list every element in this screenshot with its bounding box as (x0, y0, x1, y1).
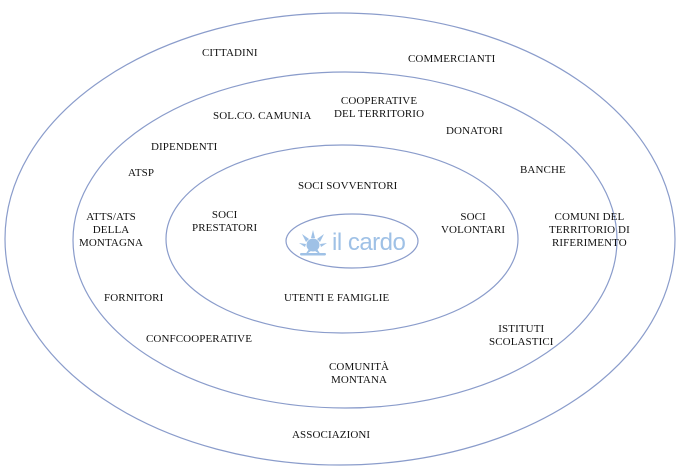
label-associazioni: ASSOCIAZIONI (292, 429, 371, 441)
label-cittadini: CITTADINI (202, 47, 258, 59)
label-solco-camunia: SOL.CO. CAMUNIA (213, 110, 312, 122)
middle-ring (72, 71, 618, 409)
label-istituti-scolastici: ISTITUTI SCOLASTICI (489, 323, 554, 348)
label-fornitori: FORNITORI (104, 292, 164, 304)
label-commercianti: COMMERCIANTI (408, 53, 496, 65)
label-soci-prestatori: SOCI PRESTATORI (192, 209, 258, 234)
cardo-logo-text: il cardo (332, 229, 406, 256)
label-cooperative-del-territorio: COOPERATIVE DEL TERRITORIO (334, 95, 425, 120)
label-dipendenti: DIPENDENTI (151, 141, 218, 153)
outer-ring (4, 12, 676, 466)
label-atsp: ATSP (128, 167, 155, 179)
label-confcooperative: CONFCOOPERATIVE (146, 333, 253, 345)
label-soci-sovventori: SOCI SOVVENTORI (298, 180, 398, 192)
core-ring (285, 213, 419, 269)
label-comuni-del-territorio: COMUNI DEL TERRITORIO DI RIFERIMENTO (549, 211, 630, 249)
inner-ring (165, 144, 519, 334)
label-utenti-e-famiglie: UTENTI E FAMIGLIE (284, 292, 390, 304)
label-donatori: DONATORI (446, 125, 503, 137)
label-soci-volontari: SOCI VOLONTARI (441, 211, 506, 236)
cardo-flower-logo-icon (299, 230, 327, 256)
label-atts-ats-della-montagna: ATTS/ATS DELLA MONTAGNA (79, 211, 144, 249)
label-banche: BANCHE (520, 164, 566, 176)
label-comunita-montana: COMUNITÀ MONTANA (329, 361, 390, 386)
